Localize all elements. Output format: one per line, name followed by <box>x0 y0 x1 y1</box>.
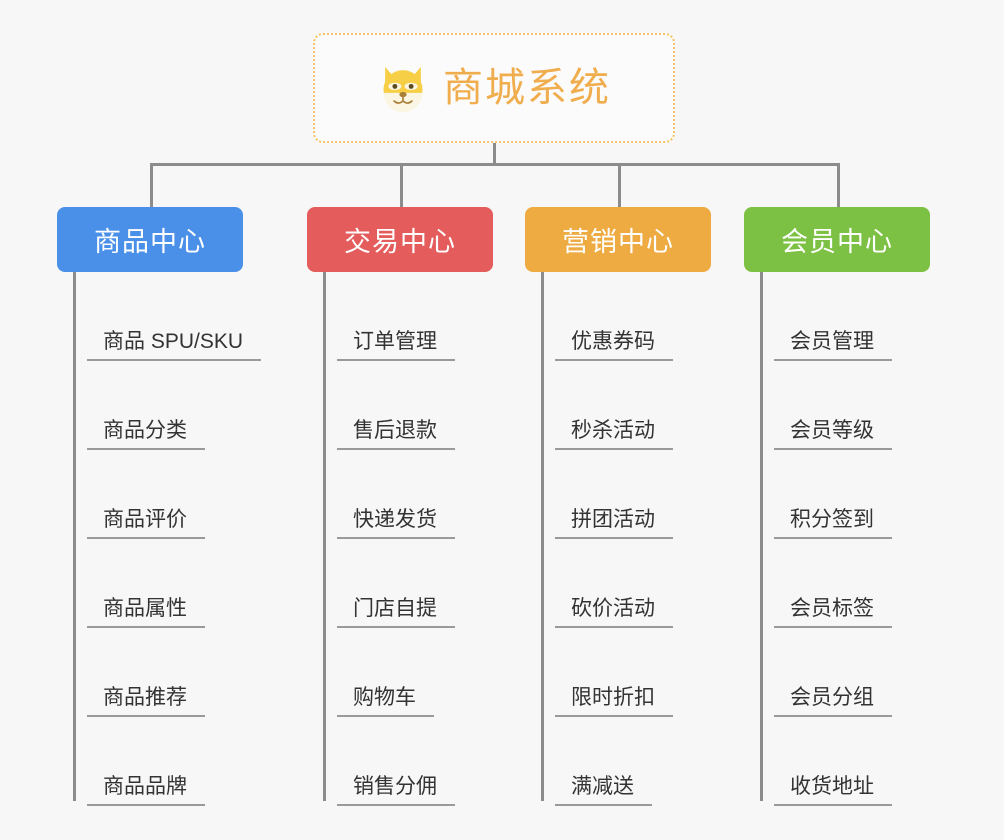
branch-spine <box>323 272 326 801</box>
list-item-label: 商品分类 <box>87 419 205 450</box>
list-item-label: 商品推荐 <box>87 686 205 717</box>
list-item-label: 商品属性 <box>87 597 205 628</box>
list-item-label: 秒杀活动 <box>555 419 673 450</box>
list-item[interactable]: 商品推荐 <box>73 628 273 717</box>
list-item-label: 拼团活动 <box>555 508 673 539</box>
list-item-label: 限时折扣 <box>555 686 673 717</box>
branch-spine <box>760 272 763 801</box>
list-item-label: 优惠券码 <box>555 330 673 361</box>
branch-items-trade-center: 订单管理 售后退款 快递发货 门店自提 购物车 销售分佣 <box>323 272 523 806</box>
list-item-label: 销售分佣 <box>337 775 455 806</box>
branch-header-trade-center[interactable]: 交易中心 <box>307 207 493 272</box>
list-item-label: 满减送 <box>555 775 652 806</box>
list-item-label: 积分签到 <box>774 508 892 539</box>
root-node[interactable]: 商城系统 <box>313 33 675 143</box>
list-item-label: 会员管理 <box>774 330 892 361</box>
branch-spine <box>73 272 76 801</box>
list-item[interactable]: 会员管理 <box>760 272 960 361</box>
list-item[interactable]: 商品 SPU/SKU <box>73 272 273 361</box>
connector-drop-1 <box>150 163 153 208</box>
list-item[interactable]: 优惠券码 <box>541 272 741 361</box>
list-item-label: 商品 SPU/SKU <box>87 330 262 361</box>
list-item[interactable]: 商品分类 <box>73 361 273 450</box>
branch-header-label: 营销中心 <box>562 227 674 257</box>
list-item-label: 会员等级 <box>774 419 892 450</box>
list-item[interactable]: 收货地址 <box>760 717 960 806</box>
branch-items-member-center: 会员管理 会员等级 积分签到 会员标签 会员分组 收货地址 <box>760 272 960 806</box>
list-item[interactable]: 积分签到 <box>760 450 960 539</box>
list-item-label: 商品评价 <box>87 508 205 539</box>
connector-root-stem <box>493 143 496 165</box>
branch-header-member-center[interactable]: 会员中心 <box>744 207 930 272</box>
list-item[interactable]: 会员标签 <box>760 539 960 628</box>
list-item[interactable]: 购物车 <box>323 628 523 717</box>
list-item-label: 门店自提 <box>337 597 455 628</box>
list-item[interactable]: 会员分组 <box>760 628 960 717</box>
list-item-label: 订单管理 <box>337 330 455 361</box>
shiba-dog-face-icon <box>377 62 429 114</box>
list-item-label: 会员标签 <box>774 597 892 628</box>
list-item-label: 会员分组 <box>774 686 892 717</box>
branch-header-product-center[interactable]: 商品中心 <box>57 207 243 272</box>
list-item[interactable]: 商品评价 <box>73 450 273 539</box>
connector-horizontal-bus <box>150 163 840 166</box>
list-item[interactable]: 商品属性 <box>73 539 273 628</box>
list-item[interactable]: 秒杀活动 <box>541 361 741 450</box>
list-item-label: 商品品牌 <box>87 775 205 806</box>
connector-drop-3 <box>618 163 621 208</box>
branch-header-marketing-center[interactable]: 营销中心 <box>525 207 711 272</box>
connector-drop-2 <box>400 163 403 208</box>
branch-header-label: 交易中心 <box>344 227 456 257</box>
connector-drop-4 <box>837 163 840 208</box>
list-item[interactable]: 门店自提 <box>323 539 523 628</box>
list-item[interactable]: 砍价活动 <box>541 539 741 628</box>
list-item[interactable]: 限时折扣 <box>541 628 741 717</box>
branch-spine <box>541 272 544 801</box>
list-item[interactable]: 订单管理 <box>323 272 523 361</box>
branch-header-label: 会员中心 <box>781 227 893 257</box>
list-item[interactable]: 拼团活动 <box>541 450 741 539</box>
list-item-label: 砍价活动 <box>555 597 673 628</box>
list-item[interactable]: 售后退款 <box>323 361 523 450</box>
list-item-label: 购物车 <box>337 686 434 717</box>
branch-items-product-center: 商品 SPU/SKU 商品分类 商品评价 商品属性 商品推荐 商品品牌 <box>73 272 273 806</box>
branch-header-label: 商品中心 <box>94 227 206 257</box>
list-item[interactable]: 会员等级 <box>760 361 960 450</box>
list-item-label: 售后退款 <box>337 419 455 450</box>
list-item[interactable]: 满减送 <box>541 717 741 806</box>
list-item-label: 收货地址 <box>774 775 892 806</box>
list-item[interactable]: 销售分佣 <box>323 717 523 806</box>
list-item[interactable]: 快递发货 <box>323 450 523 539</box>
branch-items-marketing-center: 优惠券码 秒杀活动 拼团活动 砍价活动 限时折扣 满减送 <box>541 272 741 806</box>
root-title: 商城系统 <box>443 66 611 110</box>
list-item-label: 快递发货 <box>337 508 455 539</box>
list-item[interactable]: 商品品牌 <box>73 717 273 806</box>
